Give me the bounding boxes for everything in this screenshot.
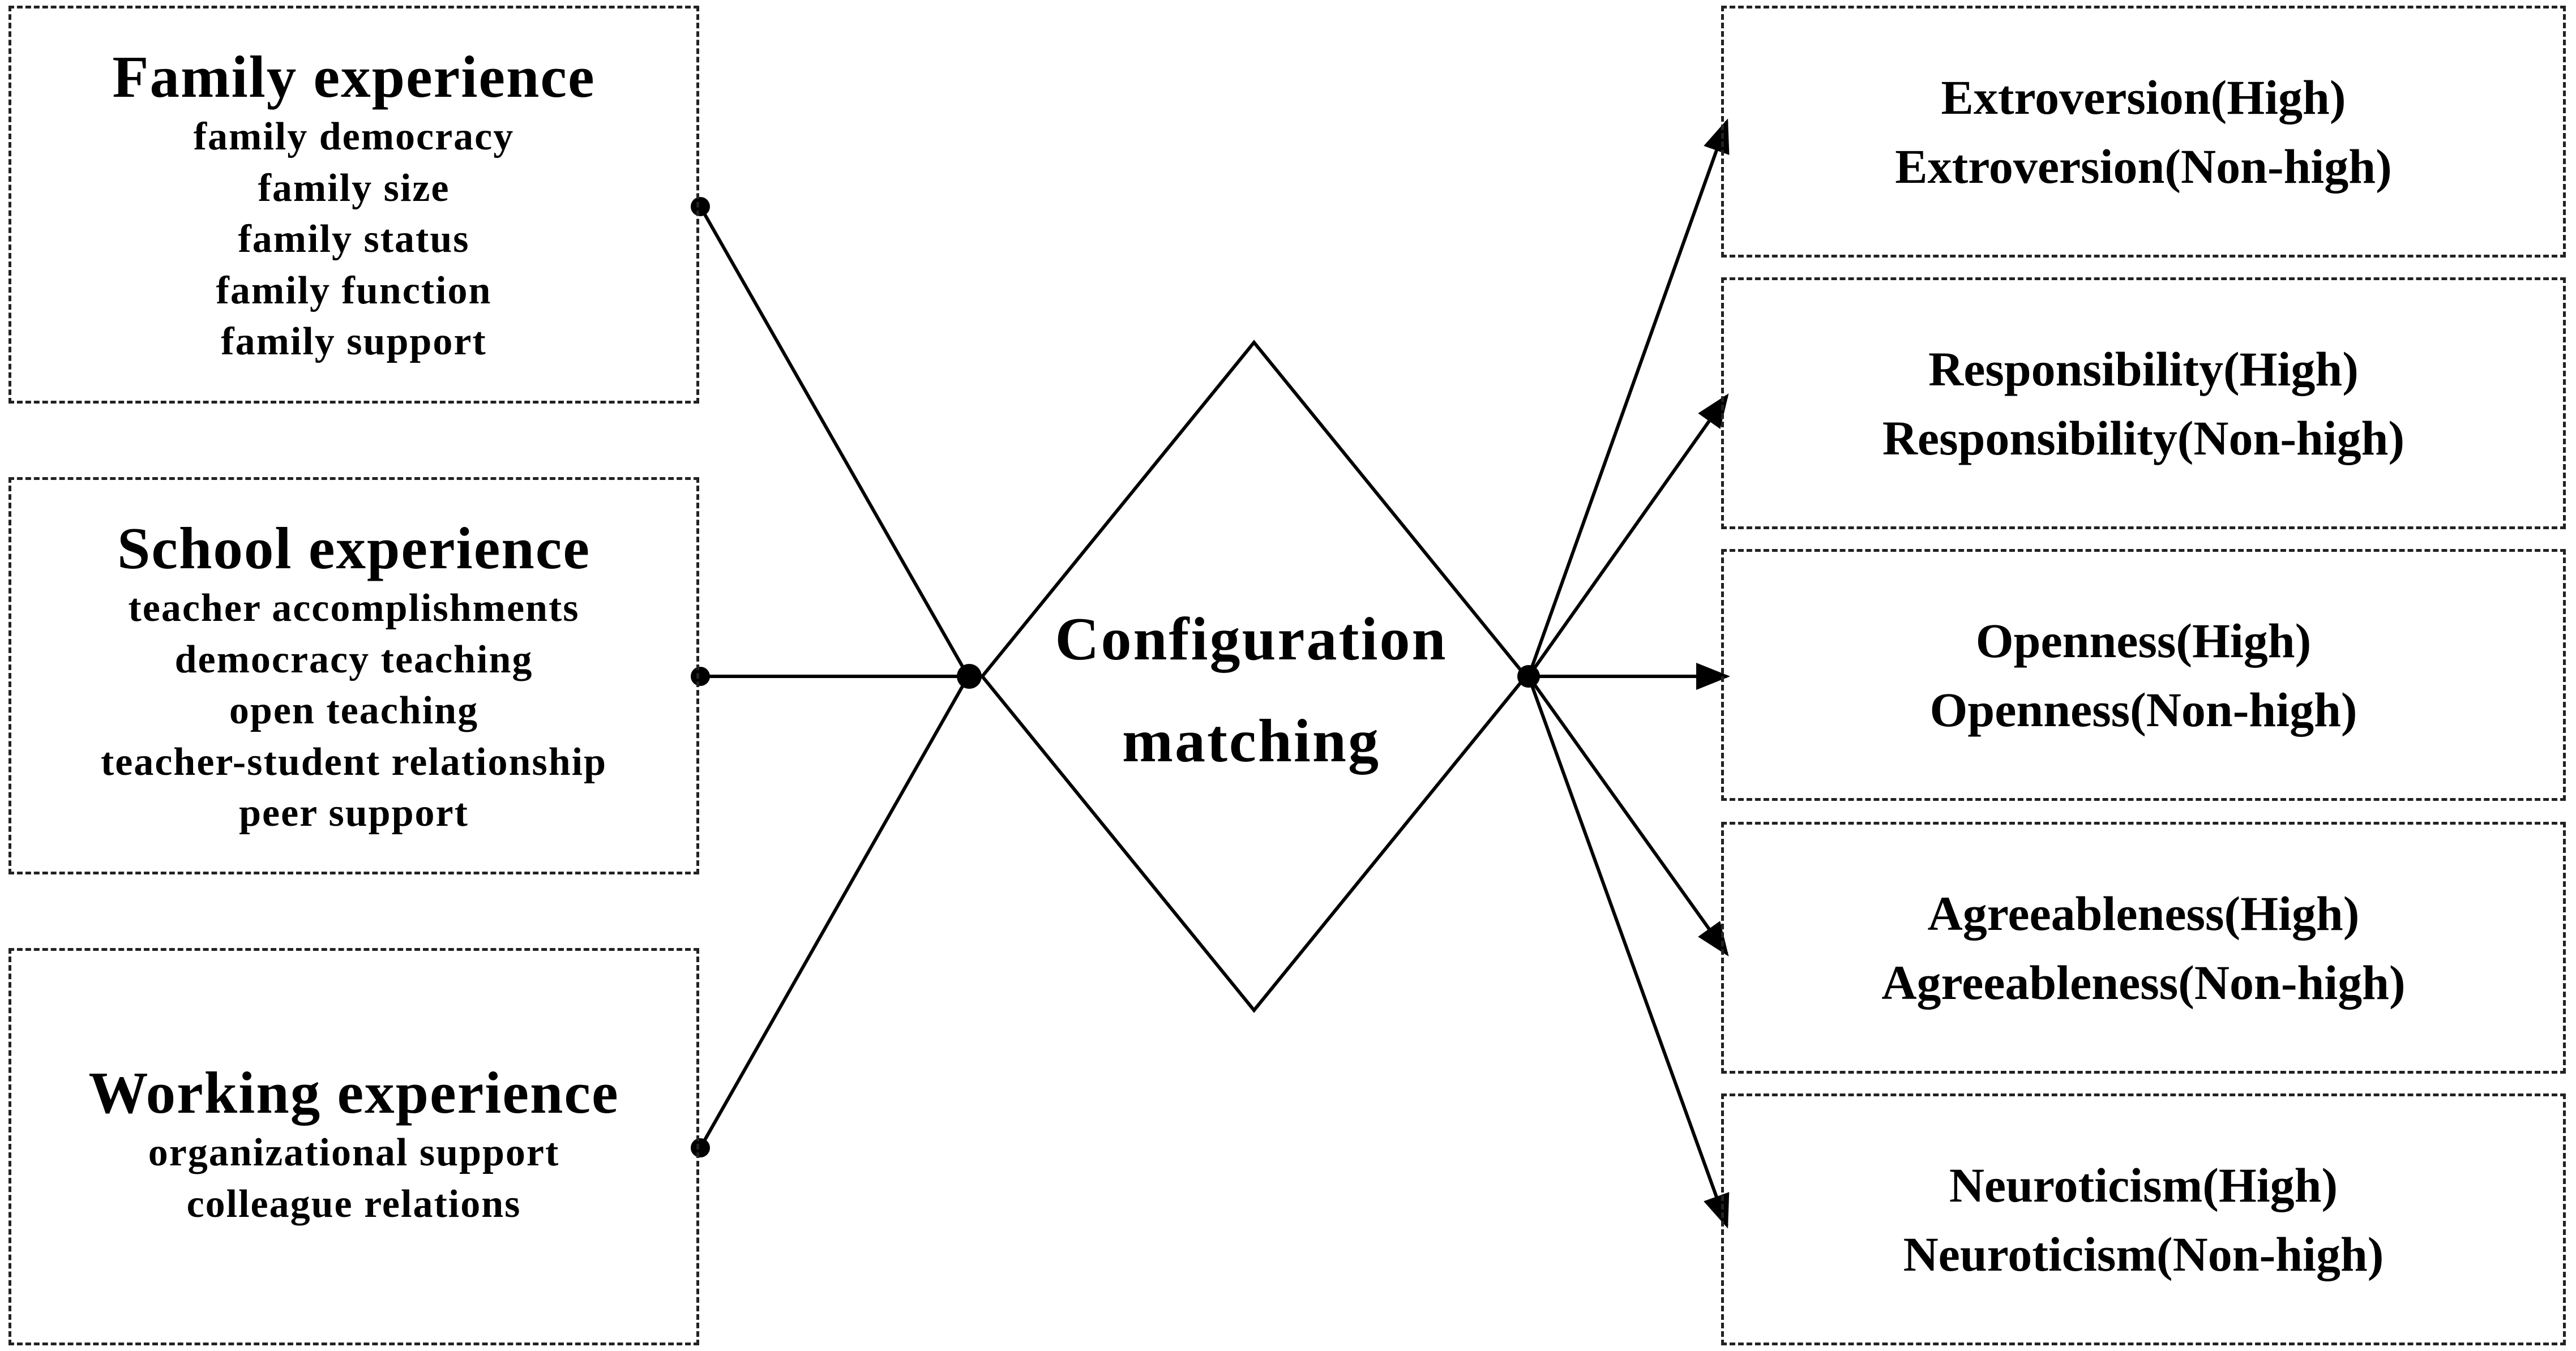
arrow-to-extroversion bbox=[1527, 118, 1730, 677]
trait-high-label: Openness(High) bbox=[1975, 613, 2312, 668]
neuroticism-box: Neuroticism(High) Neuroticism(Non-high) bbox=[1721, 1093, 2566, 1345]
school-experience-items: teacher accomplishments democracy teachi… bbox=[101, 583, 607, 839]
family-experience-item: family status bbox=[238, 217, 470, 261]
family-experience-box: Family experience family democracy famil… bbox=[8, 6, 699, 404]
connector-working-to-center bbox=[699, 675, 970, 1149]
trait-high-label: Agreeableness(High) bbox=[1927, 886, 2360, 941]
family-experience-title: Family experience bbox=[112, 44, 596, 110]
agreeableness-box: Agreeableness(High) Agreeableness(Non-hi… bbox=[1721, 822, 2566, 1074]
center-label-line: matching bbox=[1122, 707, 1380, 775]
responsibility-box: Responsibility(High) Responsibility(Non-… bbox=[1721, 277, 2566, 529]
school-experience-item: teacher-student relationship bbox=[100, 740, 607, 784]
center-left-junction-dot bbox=[957, 664, 982, 689]
school-experience-item: democracy teaching bbox=[174, 637, 533, 681]
configuration-matching-label: Configuration matching bbox=[985, 589, 1517, 792]
arrow-to-responsibility bbox=[1527, 393, 1729, 677]
arrow-to-neuroticism bbox=[1527, 675, 1730, 1229]
family-experience-item: family support bbox=[221, 320, 487, 363]
family-experience-item: family function bbox=[216, 268, 492, 312]
school-experience-item: teacher accomplishments bbox=[128, 586, 580, 630]
school-experience-box: School experience teacher accomplishment… bbox=[8, 477, 699, 874]
working-experience-item: colleague relations bbox=[186, 1182, 521, 1226]
connector-dot-family bbox=[691, 197, 710, 216]
trait-high-label: Neuroticism(High) bbox=[1949, 1157, 2338, 1212]
working-experience-item: organizational support bbox=[148, 1131, 560, 1174]
arrow-to-agreeableness bbox=[1527, 675, 1729, 957]
center-label-line: Configuration bbox=[1055, 606, 1448, 673]
working-experience-items: organizational support colleague relatio… bbox=[148, 1127, 560, 1230]
configuration-diamond bbox=[980, 340, 1528, 1013]
connector-dot-working bbox=[691, 1138, 710, 1157]
family-experience-items: family democracy family size family stat… bbox=[194, 111, 515, 368]
trait-non-high-label: Responsibility(Non-high) bbox=[1882, 410, 2405, 465]
working-experience-box: Working experience organizational suppor… bbox=[8, 948, 699, 1345]
family-experience-item: family democracy bbox=[193, 115, 515, 158]
school-experience-item: open teaching bbox=[229, 689, 479, 732]
trait-high-label: Extroversion(High) bbox=[1941, 70, 2346, 125]
working-experience-title: Working experience bbox=[88, 1060, 619, 1126]
school-experience-item: peer support bbox=[239, 791, 469, 835]
trait-non-high-label: Openness(Non-high) bbox=[1929, 682, 2357, 737]
extroversion-box: Extroversion(High) Extroversion(Non-high… bbox=[1721, 6, 2566, 258]
family-experience-item: family size bbox=[258, 166, 450, 210]
connector-dot-school bbox=[691, 667, 710, 686]
school-experience-title: School experience bbox=[117, 515, 590, 581]
connector-family-to-center bbox=[699, 205, 970, 677]
trait-high-label: Responsibility(High) bbox=[1928, 341, 2359, 396]
trait-non-high-label: Neuroticism(Non-high) bbox=[1903, 1226, 2384, 1281]
openness-box: Openness(High) Openness(Non-high) bbox=[1721, 549, 2566, 801]
trait-non-high-label: Extroversion(Non-high) bbox=[1895, 139, 2392, 194]
trait-non-high-label: Agreeableness(Non-high) bbox=[1881, 955, 2406, 1010]
